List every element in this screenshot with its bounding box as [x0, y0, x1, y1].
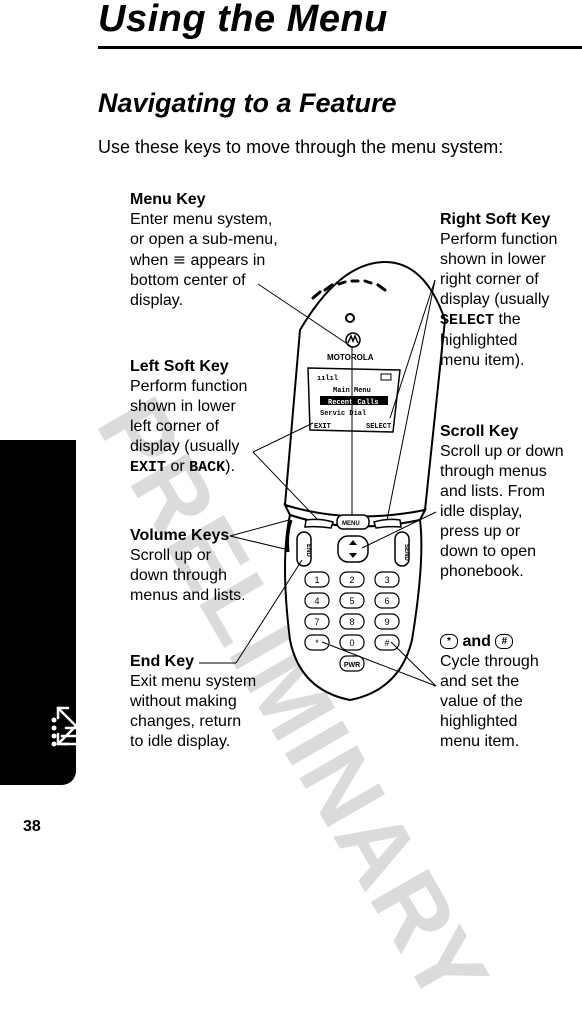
display-soft-left: EXIT — [314, 423, 331, 431]
key-9: 9 — [384, 617, 389, 627]
section-title: Navigating to a Feature — [98, 88, 397, 118]
menu-key — [336, 514, 370, 530]
callout-star-pound-keys: * and # Cycle through and set the value … — [440, 633, 539, 750]
display-soft-right: SELECT — [366, 423, 391, 431]
send-key — [394, 531, 410, 567]
page-number: 38 — [23, 818, 41, 835]
key-pound: # — [384, 638, 389, 648]
key-8: 8 — [349, 617, 354, 627]
star-key-icon: * — [440, 634, 458, 650]
leader-lines — [199, 279, 437, 687]
volume-keys — [285, 519, 293, 553]
send-key-label: SEND — [403, 544, 409, 561]
intro-text: Use these keys to move through the menu … — [98, 137, 504, 157]
callout-right-soft-key: Right Soft Key Perform function shown in… — [440, 211, 558, 369]
left-soft-key — [304, 518, 334, 529]
chapter-tab-top — [0, 0, 76, 440]
scroll-arrows-icon — [349, 540, 357, 558]
pwr-key-label: PWR — [344, 662, 360, 669]
callout-menu-key: Menu Key Enter menu system, or open a su… — [130, 191, 278, 309]
callout-left-soft-key: Left Soft Key Perform function shown in … — [130, 358, 248, 476]
display-item-1: Recent Calls — [328, 399, 378, 407]
callout-volume-keys: Volume Keys Scroll up or down through me… — [130, 527, 246, 604]
key-6: 6 — [384, 596, 389, 606]
callout-end-key: End Key Exit menu system without making … — [130, 653, 257, 750]
callout-scroll-key: Scroll Key Scroll up or down through men… — [440, 423, 564, 580]
key-1: 1 — [314, 575, 319, 585]
key-2: 2 — [349, 575, 354, 585]
menu-key-label: MENU — [342, 521, 360, 527]
menu-indicator-icon: ≡ — [172, 250, 187, 269]
svg-text:ıılıl: ıılıl — [317, 375, 338, 383]
key-7: 7 — [314, 617, 319, 627]
scroll-key — [337, 535, 369, 563]
key-5: 5 — [349, 596, 354, 606]
key-4: 4 — [314, 596, 319, 606]
end-key-label: END — [305, 544, 311, 557]
title-rule — [98, 46, 582, 49]
motorola-logo-icon — [345, 332, 361, 348]
page-title: Using the Menu — [98, 0, 388, 40]
phone-brand-text: MOTOROLA — [327, 353, 374, 362]
end-key — [296, 531, 312, 567]
key-star: * — [315, 638, 319, 648]
chapter-tab-icon — [51, 706, 70, 747]
right-soft-key — [373, 518, 402, 529]
display-item-2: Servic Dial — [320, 410, 366, 418]
keypad — [304, 571, 400, 672]
phone-illustration: MOTOROLA ıılıl Main Menu Recent Calls Se… — [199, 260, 447, 702]
menu-key-title: Menu Key — [130, 191, 206, 208]
key-0: 0 — [349, 638, 354, 648]
key-3: 3 — [384, 575, 389, 585]
pound-key-icon: # — [495, 634, 514, 650]
